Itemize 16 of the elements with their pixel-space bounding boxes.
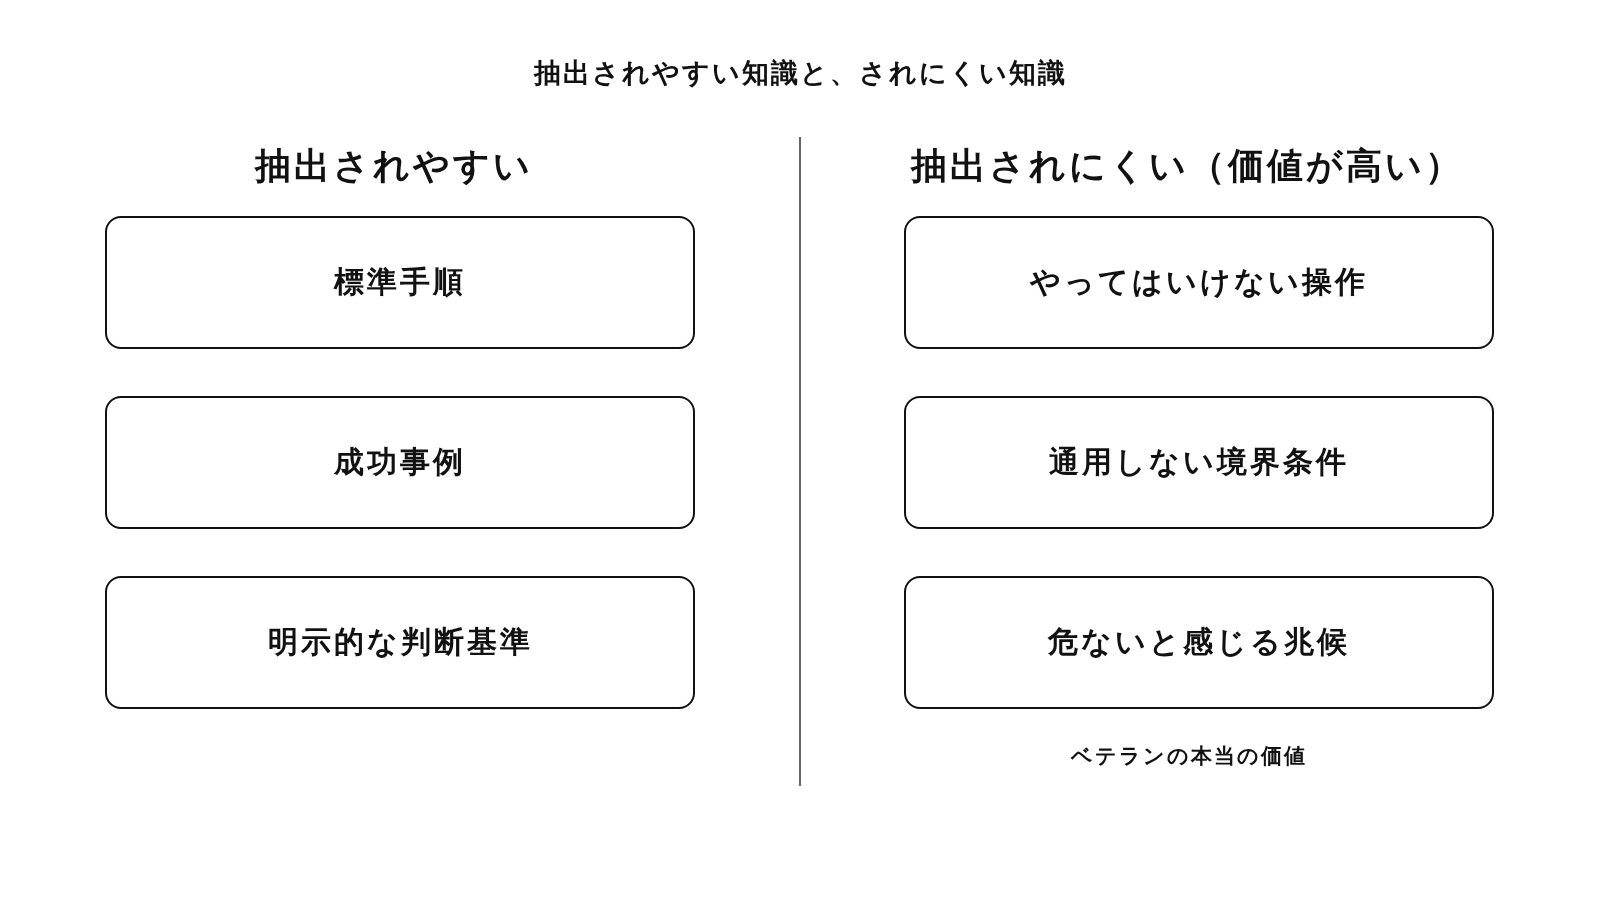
item-box [105, 576, 695, 709]
item-box [904, 216, 1494, 349]
item-text: 標準手順 [334, 263, 466, 301]
item-text: 危ないと感じる兆候 [1048, 623, 1350, 661]
column-heading: 抽出されやすい [255, 143, 533, 188]
column-heading: 抽出されにくい（価値が高い） [910, 143, 1464, 188]
item-box [904, 576, 1494, 709]
caption: ベテランの本当の価値 [1071, 743, 1307, 770]
item-box [105, 396, 695, 529]
item-text: 成功事例 [334, 443, 466, 481]
title: 抽出されやすい知識と、されにくい知識 [533, 56, 1067, 90]
item-text: やってはいけない操作 [1030, 263, 1368, 301]
item-text: 通用しない境界条件 [1049, 443, 1349, 481]
item-box [105, 216, 695, 349]
item-box [904, 396, 1494, 529]
item-text: 明示的な判断基準 [267, 623, 533, 661]
